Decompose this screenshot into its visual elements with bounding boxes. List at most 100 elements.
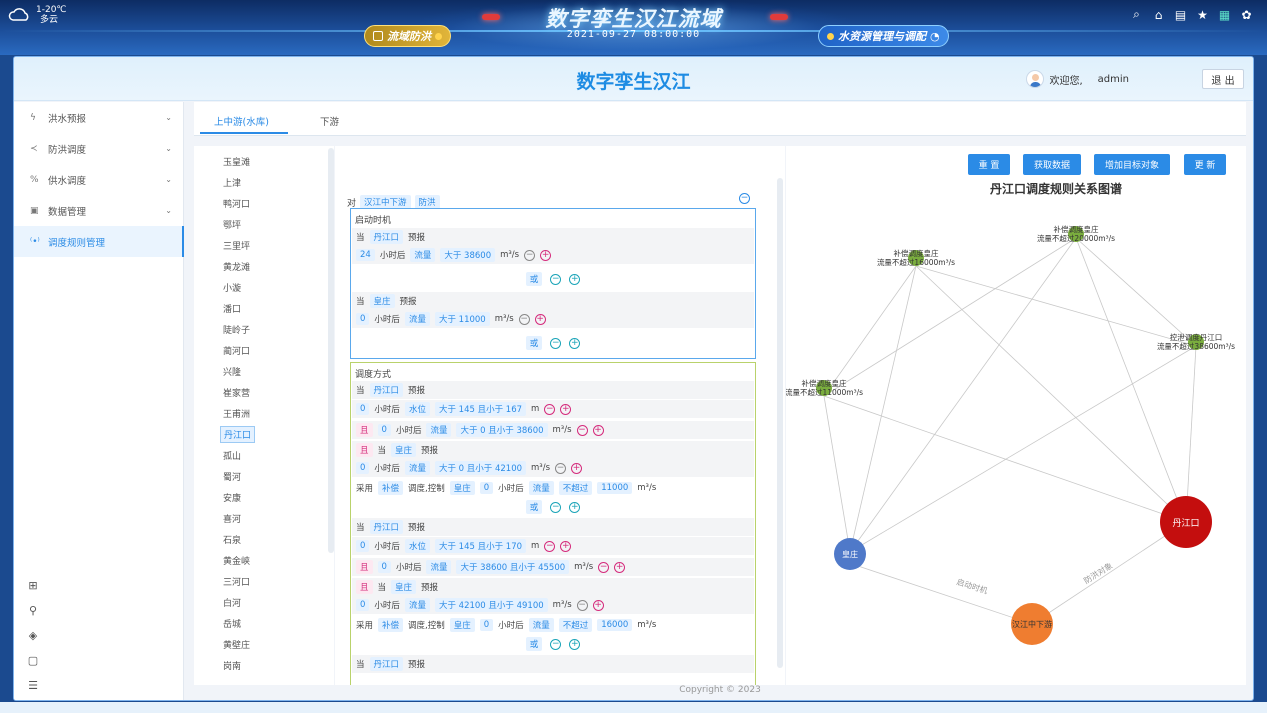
list-item[interactable]: 三里坪 <box>223 242 251 252</box>
search-icon[interactable]: ⌕ <box>1133 7 1140 21</box>
station-chip[interactable]: 皇庄 <box>391 443 417 457</box>
station-scrollbar[interactable] <box>328 148 334 553</box>
op-chip[interactable]: 不超过 <box>558 481 593 495</box>
list-item[interactable]: 岗南 <box>223 662 242 672</box>
nav-flood-control[interactable]: 流域防洪 <box>364 25 451 47</box>
or-chip[interactable]: 或 <box>525 336 543 350</box>
cond-chip[interactable]: 大于 42100 且小于 49100 <box>434 598 548 612</box>
reset-button[interactable]: 重 置 <box>968 154 1010 175</box>
settings-icon[interactable]: ✿ <box>1241 7 1252 22</box>
list-item[interactable]: 三河口 <box>223 578 251 588</box>
plus-icon[interactable]: + <box>592 424 604 436</box>
and-chip[interactable]: 且 <box>356 443 373 457</box>
hours-chip[interactable]: 0 <box>356 462 370 474</box>
minus-icon[interactable]: − <box>576 599 588 611</box>
list-item[interactable]: 安康 <box>223 494 242 504</box>
list-item[interactable]: 黄金峡 <box>223 557 251 567</box>
rules-scrollbar[interactable] <box>777 178 783 668</box>
hours-chip[interactable]: 0 <box>356 599 370 611</box>
mode-chip[interactable]: 补偿 <box>378 618 404 632</box>
plus-icon[interactable]: + <box>534 313 546 325</box>
list-item[interactable]: 小漩 <box>223 284 242 294</box>
plus-icon[interactable]: + <box>569 638 581 650</box>
metric-chip[interactable]: 流量 <box>528 618 554 632</box>
tab-downstream[interactable]: 下游 <box>320 117 340 128</box>
metric-chip[interactable]: 水位 <box>404 402 430 416</box>
list-item[interactable]: 玉皇滩 <box>223 158 251 168</box>
list-item[interactable]: 黄龙滩 <box>223 263 251 273</box>
link-icon[interactable]: ⚲ <box>28 603 38 617</box>
rule-target[interactable]: 汉江中下游 <box>360 195 411 209</box>
list-item[interactable]: 石泉 <box>223 536 242 546</box>
collapse-icon[interactable]: − <box>739 193 750 204</box>
cond-chip[interactable]: 大于 145 且小于 167 <box>434 402 527 416</box>
mode-chip[interactable]: 补偿 <box>378 481 404 495</box>
minus-icon[interactable]: − <box>544 403 556 415</box>
sidebar-item-data-management[interactable]: ▣ 数据管理 ⌄ <box>14 195 184 226</box>
list-item[interactable]: 崔家营 <box>223 389 251 399</box>
station-chip[interactable]: 丹江口 <box>369 383 404 397</box>
hours-chip[interactable]: 24 <box>356 249 375 261</box>
node-compensation-20000[interactable] <box>1068 226 1084 242</box>
list-item[interactable]: 鄂坪 <box>223 221 242 231</box>
metric-chip[interactable]: 流量 <box>426 423 452 437</box>
grid-icon[interactable]: ⊞ <box>28 578 38 592</box>
minus-icon[interactable]: − <box>518 313 530 325</box>
hours-chip[interactable]: 0 <box>356 540 370 552</box>
plus-icon[interactable]: + <box>571 462 582 474</box>
sidebar-item-flood-forecast[interactable]: ϟ 洪水预报 ⌄ <box>14 102 184 133</box>
or-chip[interactable]: 或 <box>525 500 543 514</box>
station-chip[interactable]: 丹江口 <box>369 230 404 244</box>
plus-icon[interactable]: + <box>592 599 604 611</box>
and-chip[interactable]: 且 <box>356 560 373 574</box>
list-item[interactable]: 岳城 <box>223 620 242 630</box>
metric-chip[interactable]: 流量 <box>404 461 430 475</box>
cond-chip[interactable]: 大于 11000 <box>434 312 490 326</box>
sidebar-item-rule-management[interactable]: ⁽•⁾ 调度规则管理 <box>14 226 184 257</box>
list-item[interactable]: 黄壁庄 <box>223 641 251 651</box>
list-item[interactable]: 陡岭子 <box>223 326 251 336</box>
list-item[interactable]: 白河 <box>223 599 242 609</box>
node-hanjiang-downstream[interactable] <box>1011 603 1053 645</box>
add-target-button[interactable]: 增加目标对象 <box>1094 154 1170 175</box>
update-button[interactable]: 更 新 <box>1184 154 1226 175</box>
metric-chip[interactable]: 流量 <box>404 598 430 612</box>
node-danjiangkou[interactable] <box>1160 496 1212 548</box>
list-item[interactable]: 潘口 <box>223 305 242 315</box>
metric-chip[interactable]: 流量 <box>426 560 452 574</box>
list-item-selected[interactable]: 丹江口 <box>220 426 256 443</box>
metric-chip[interactable]: 流量 <box>404 312 430 326</box>
metric-chip[interactable]: 水位 <box>404 539 430 553</box>
cond-chip[interactable]: 大于 145 且小于 170 <box>434 539 527 553</box>
plus-icon[interactable]: + <box>560 540 572 552</box>
value-chip[interactable]: 16000 <box>597 619 633 631</box>
op-chip[interactable]: 不超过 <box>558 618 593 632</box>
logout-button[interactable]: 退 出 <box>1202 69 1244 89</box>
hours-chip[interactable]: 0 <box>377 424 391 436</box>
minus-icon[interactable]: − <box>555 462 566 474</box>
node-compensation-11000[interactable] <box>816 380 832 396</box>
station-chip[interactable]: 丹江口 <box>369 657 404 671</box>
list-item[interactable]: 上津 <box>223 179 242 189</box>
rule-type[interactable]: 防洪 <box>414 195 440 209</box>
and-chip[interactable]: 且 <box>356 580 373 594</box>
node-compensation-16000[interactable] <box>908 250 924 266</box>
fetch-data-button[interactable]: 获取数据 <box>1023 154 1081 175</box>
metric-chip[interactable]: 流量 <box>410 248 436 262</box>
list-item[interactable]: 孤山 <box>223 452 242 462</box>
grid-icon[interactable]: ▦ <box>1218 7 1231 22</box>
minus-icon[interactable]: − <box>544 540 556 552</box>
list-item[interactable]: 喜河 <box>223 515 242 525</box>
hours-chip[interactable]: 0 <box>356 403 370 415</box>
station-chip[interactable]: 皇庄 <box>391 580 417 594</box>
metric-chip[interactable]: 流量 <box>528 481 554 495</box>
list-item[interactable]: 蜀河 <box>223 473 242 483</box>
star-icon[interactable]: ★ <box>1197 7 1208 22</box>
list-item[interactable]: 兴隆 <box>223 368 242 378</box>
sidebar-item-water-supply[interactable]: % 供水调度 ⌄ <box>14 164 184 195</box>
cond-chip[interactable]: 大于 0 且小于 38600 <box>456 423 548 437</box>
plus-icon[interactable]: + <box>560 403 572 415</box>
cond-chip[interactable]: 大于 38600 且小于 45500 <box>456 560 570 574</box>
minus-icon[interactable]: − <box>550 501 562 513</box>
hours-chip[interactable]: 0 <box>479 482 494 494</box>
